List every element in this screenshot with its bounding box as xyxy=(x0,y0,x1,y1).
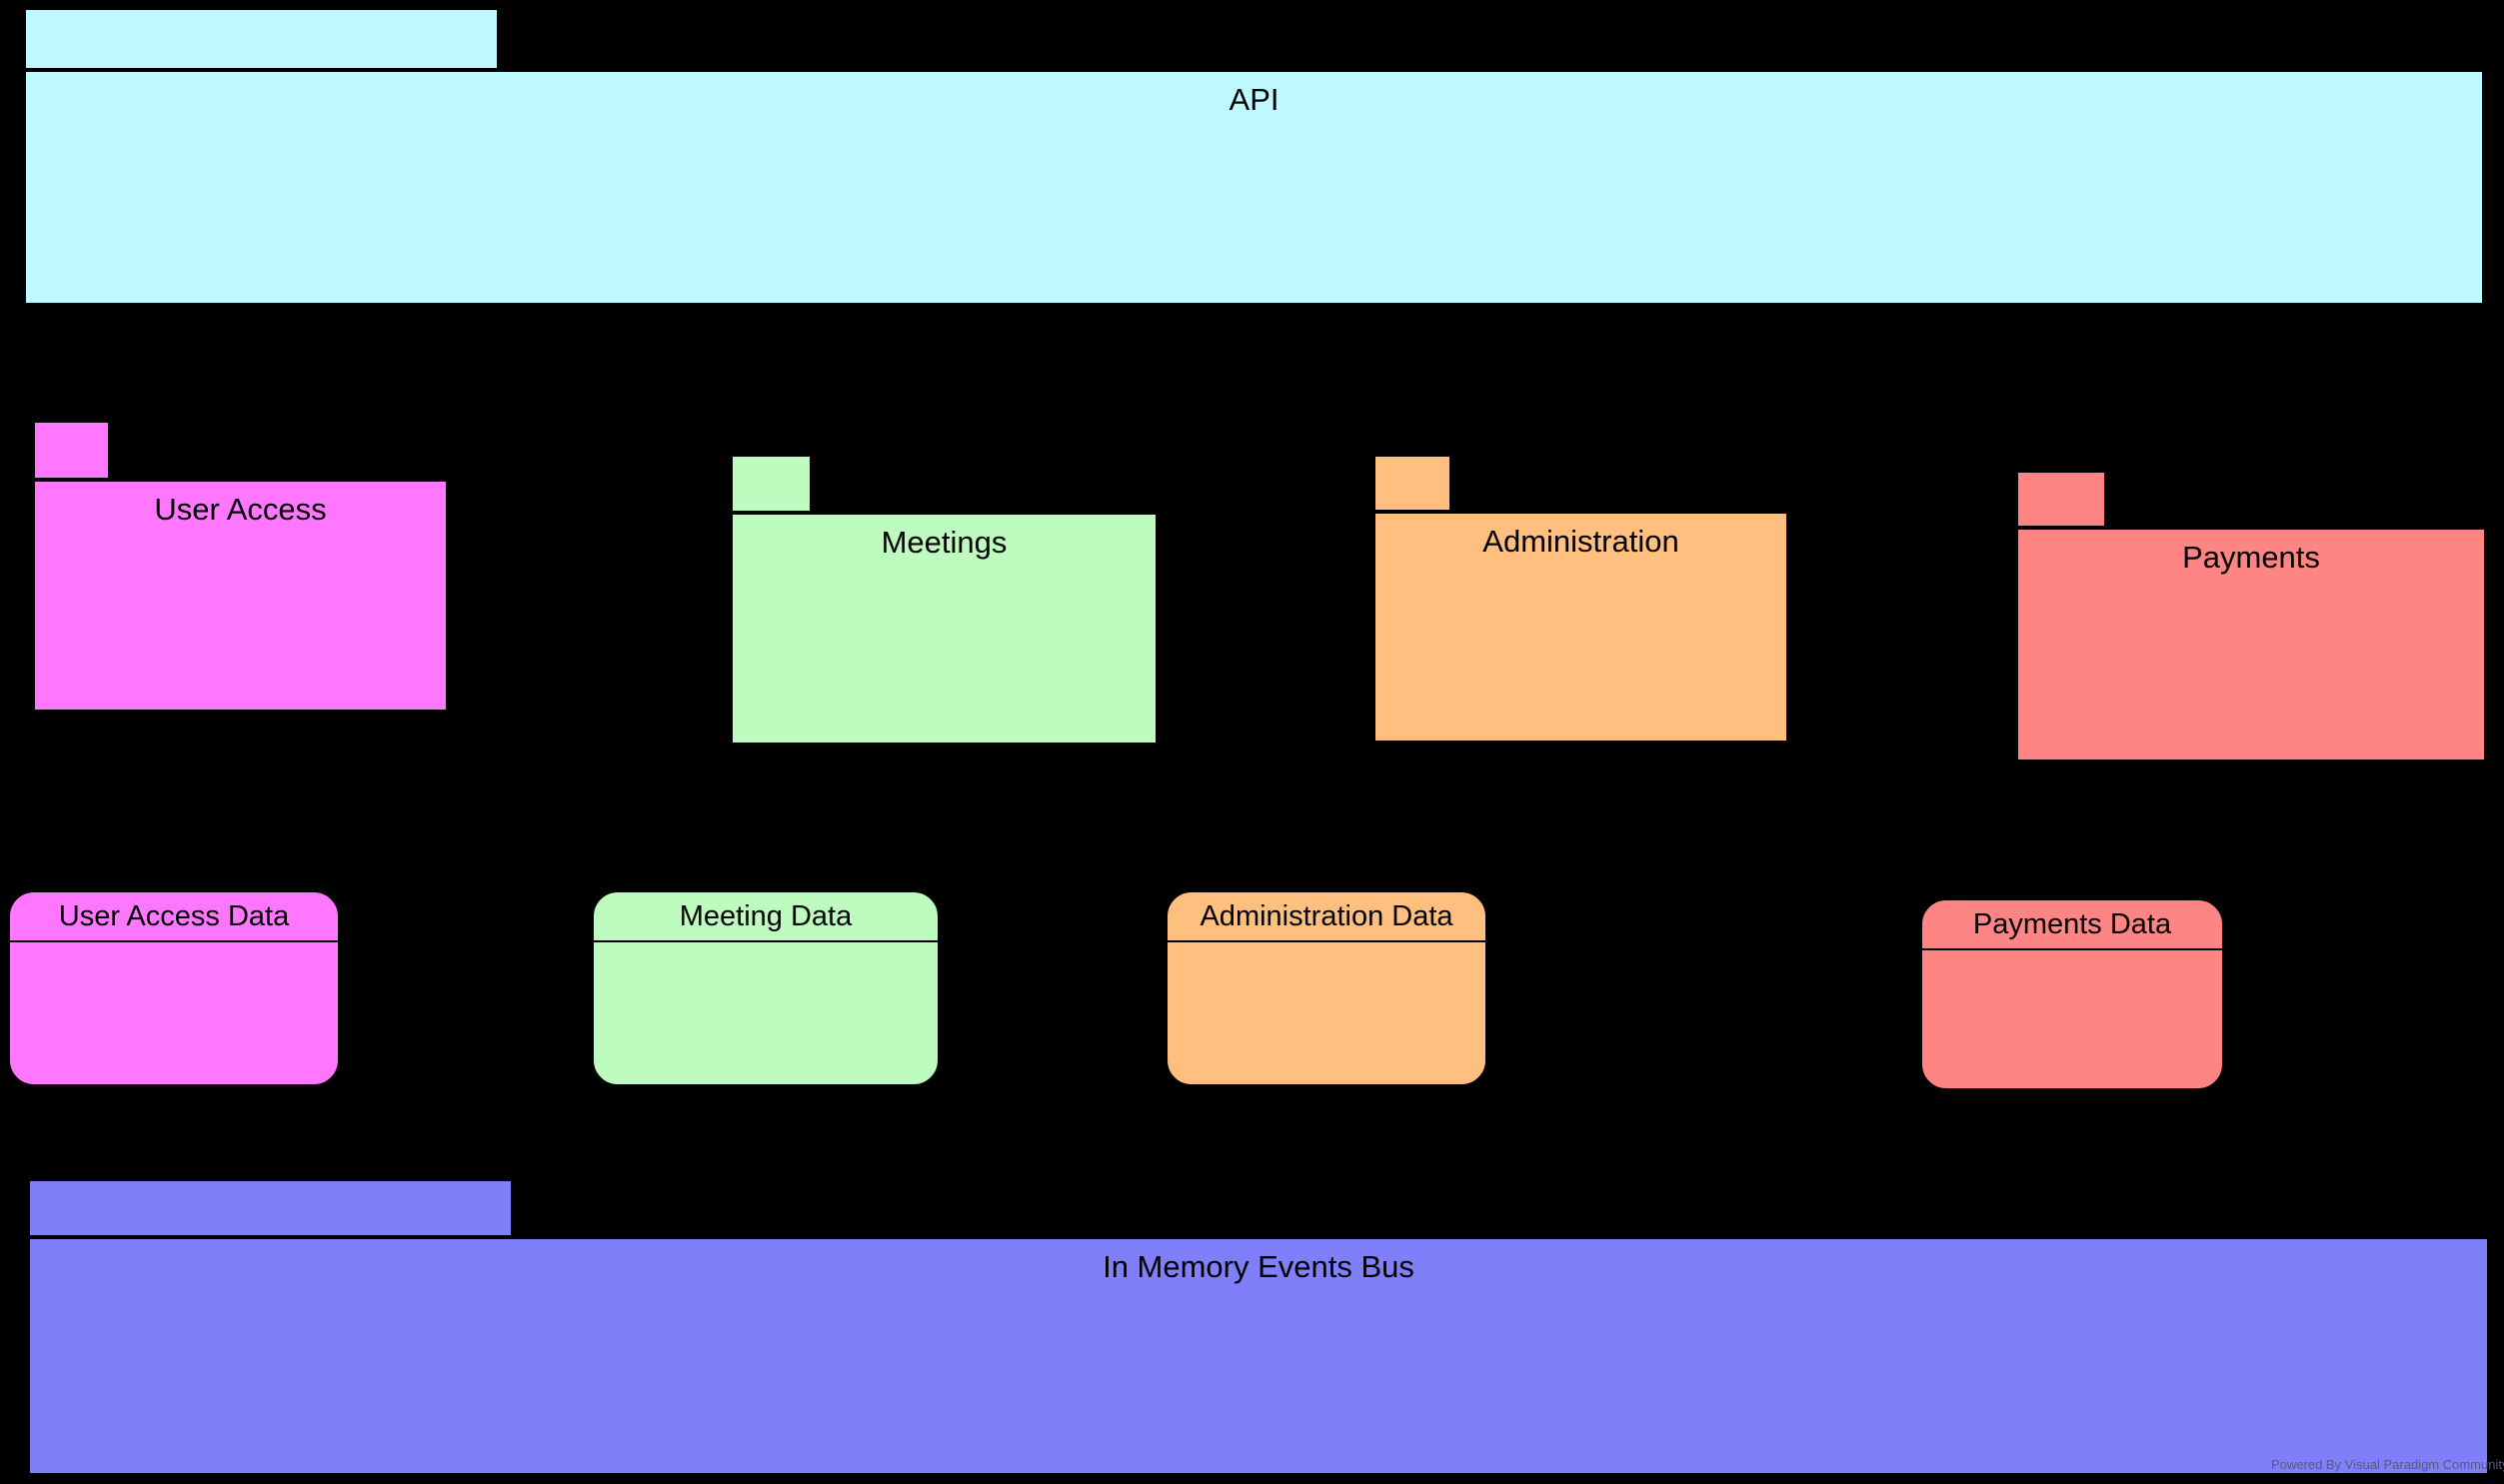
data-store-payments-data[interactable]: Payments Data xyxy=(1920,898,2224,1090)
data-store-label-administration-data: Administration Data xyxy=(1200,900,1453,932)
watermark-text: Powered By Visual Paradigm Community Edi… xyxy=(2271,1457,2504,1472)
package-tab-meetings xyxy=(731,455,812,513)
data-store-user-access-data[interactable]: User Access Data xyxy=(8,890,340,1086)
data-store-label-user-access-data: User Access Data xyxy=(58,900,290,932)
data-store-divider xyxy=(594,940,938,942)
package-tab-administration xyxy=(1373,455,1451,512)
package-tab-api xyxy=(24,8,499,70)
data-store-label-payments-data: Payments Data xyxy=(1972,908,2172,940)
package-body-payments xyxy=(2016,528,2486,761)
package-body-meetings xyxy=(731,513,1158,744)
package-administration[interactable]: Administration xyxy=(1373,455,1788,742)
package-tab-events-bus xyxy=(28,1179,513,1237)
watermark: Powered By Visual Paradigm Community Edi… xyxy=(2271,1457,2504,1472)
package-payments[interactable]: Payments xyxy=(2016,471,2486,761)
package-api[interactable]: API xyxy=(24,8,2484,305)
package-tab-payments xyxy=(2016,471,2106,528)
package-body-user-access xyxy=(33,480,448,712)
data-store-divider xyxy=(1168,940,1485,942)
package-events-bus[interactable]: In Memory Events Bus xyxy=(28,1179,2489,1475)
data-store-label-meeting-data: Meeting Data xyxy=(679,900,853,932)
data-store-divider xyxy=(10,940,338,942)
package-body-administration xyxy=(1373,512,1788,742)
package-tab-user-access xyxy=(33,421,110,480)
data-store-divider xyxy=(1922,948,2222,950)
data-store-meeting-data[interactable]: Meeting Data xyxy=(592,890,940,1086)
package-user-access[interactable]: User Access xyxy=(33,421,448,712)
package-body-events-bus xyxy=(28,1237,2489,1475)
package-meetings[interactable]: Meetings xyxy=(731,455,1158,744)
package-body-api xyxy=(24,70,2484,305)
data-store-administration-data[interactable]: Administration Data xyxy=(1166,890,1487,1086)
